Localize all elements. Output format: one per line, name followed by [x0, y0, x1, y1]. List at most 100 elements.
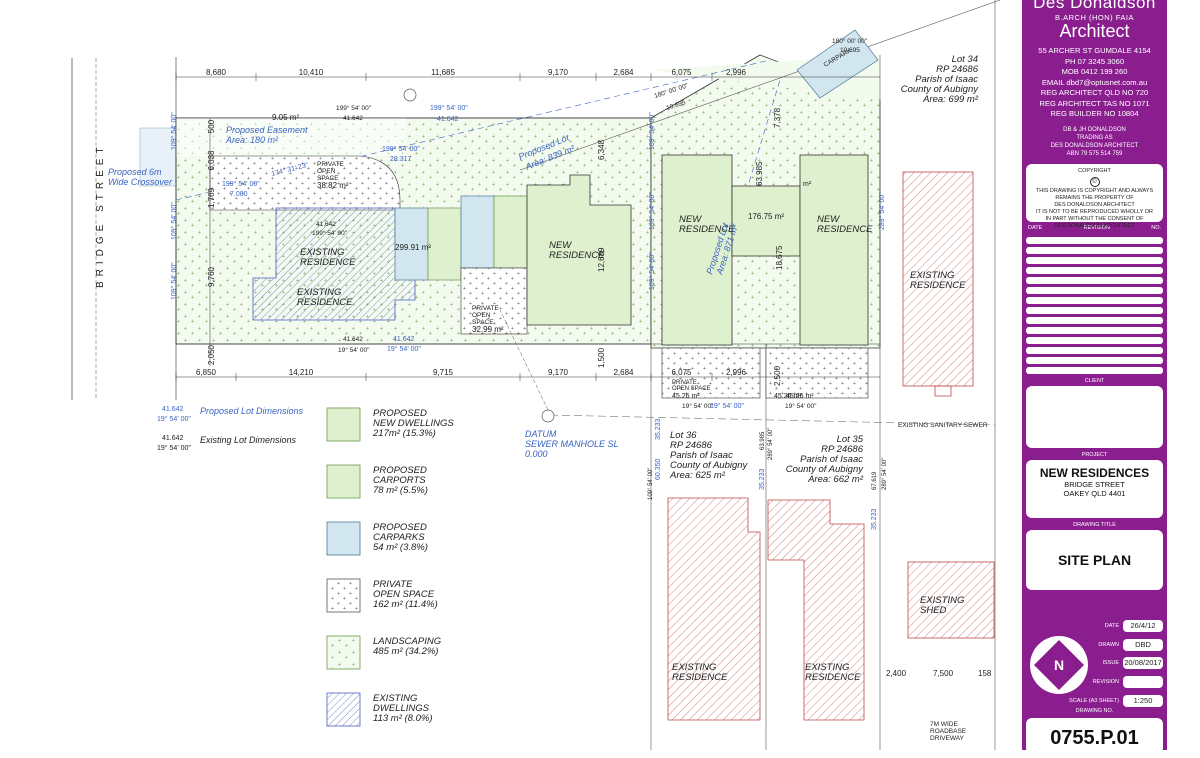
shed-b: SHED: [920, 605, 947, 616]
contact-line: 55 ARCHER ST GUMDALE 4154: [1038, 46, 1151, 55]
b-8: 41.642: [393, 336, 415, 343]
datum-a: DATUM: [525, 429, 557, 439]
b-7378: 7,378: [773, 107, 782, 128]
bottom-dim: 6,075: [671, 368, 692, 377]
lot35-d: County of Aubigny: [786, 464, 865, 475]
top-dim: 2,996: [726, 68, 747, 77]
firm-name: Des Donaldson: [1033, 0, 1156, 12]
legend-existing-dims: Existing Lot Dimensions: [200, 435, 297, 445]
ld-1: 2,400: [886, 669, 907, 678]
street-name: BRIDGE STREET: [95, 142, 106, 288]
b-5: 19° 54' 00": [338, 346, 370, 354]
revision-row: [1026, 296, 1163, 304]
new-res-3-b: RESIDENCE: [817, 224, 873, 235]
left-dim: 500: [207, 119, 216, 133]
existing-res-a: EXISTING: [300, 247, 344, 258]
neighbor-residence-right: [902, 171, 974, 387]
meta-value: 26/4/12: [1123, 620, 1163, 632]
revision-row: [1026, 256, 1163, 264]
area-176: 176.75 m²: [748, 212, 784, 221]
new-res-1-b: RESIDENCE: [549, 250, 605, 261]
legend-swatch-pos: [326, 578, 361, 613]
b-23: 45.26 m²: [786, 393, 814, 400]
client-label: CLIENT: [1084, 377, 1105, 384]
legend-swatch-carport: [326, 464, 361, 499]
legend-swatch-land: [326, 635, 361, 670]
meta-value: [1123, 676, 1163, 688]
pos1-a: PRIVATE: [317, 161, 345, 168]
existing-res-c: EXISTING: [297, 287, 341, 298]
pos1-c: SPACE: [317, 175, 339, 182]
project-label: PROJECT: [1081, 451, 1108, 458]
neighbor-residence-lot35: [767, 499, 865, 721]
north-arrow-icon: [1034, 640, 1084, 690]
sb-9: 289° 54' 00": [768, 428, 774, 460]
copyright-line: COPYRIGHT: [1078, 167, 1111, 174]
b-63985: 63.985: [755, 161, 764, 186]
copyright-line: DES DONALDSON ARCHITECT: [1054, 201, 1135, 208]
nbr36-b: RESIDENCE: [672, 672, 728, 683]
sb-8: 109° 54' 00": [648, 468, 654, 500]
revision-row: [1026, 346, 1163, 354]
rev-col-revision: REVISION: [1083, 224, 1110, 231]
carport-2: [493, 195, 528, 269]
existing-shed: [907, 561, 995, 639]
legend-text: LANDSCAPING: [373, 636, 441, 647]
top-dim: 11,685: [431, 68, 455, 77]
meta-value: 1:250: [1123, 695, 1163, 707]
revision-row: [1026, 246, 1163, 254]
drawing-title: SITE PLAN: [1026, 529, 1163, 590]
revision-row: [1026, 336, 1163, 344]
contact-line: EMAIL dbd7@optusnet.com.au: [1041, 77, 1148, 87]
project-line-2: OAKEY QLD 4401: [1063, 488, 1126, 498]
legend-text: PROPOSED: [373, 522, 427, 533]
sb-4: 63.985: [760, 431, 766, 450]
title-block: Des Donaldson B.ARCH (HON) FAIA Architec…: [1022, 0, 1167, 754]
legend-text: OPEN SPACE: [373, 589, 435, 600]
trading-line: ABN 79 575 514 759: [1066, 150, 1123, 157]
new-res-2-a: NEW: [679, 214, 702, 225]
drawing-no-label: DRAWING NO.: [1075, 708, 1114, 714]
pos2-a: PRIVATE: [472, 305, 500, 312]
sb-15: 109° 54' 00": [648, 252, 656, 290]
client-box: [1026, 385, 1163, 448]
meta-row-date: DATE 26/4/12: [1022, 620, 1167, 634]
revision-rows: [1022, 236, 1167, 374]
pos2-c: SPACE: [472, 319, 494, 326]
copyright-line: REMAINS THE PROPERTY OF: [1055, 194, 1134, 201]
existing-res-d: RESIDENCE: [297, 297, 353, 308]
bottom-dim: 2,996: [726, 368, 747, 377]
contact-line: MOB 0412 199 260: [1061, 67, 1128, 76]
b-9: 180° 00' 00": [653, 81, 689, 100]
top-dim: 2,684: [613, 68, 634, 77]
b-18: 41.642: [316, 221, 336, 228]
legend-text: 113 m² (8.0%): [373, 713, 432, 724]
b-6: 41.642: [343, 336, 363, 343]
lot36-d: County of Aubigny: [670, 460, 749, 471]
revision-row: [1026, 316, 1163, 324]
b-21: 19° 54' 00": [710, 402, 744, 410]
legend-exist-sample-a: 41.642: [162, 435, 184, 442]
left-dim: 9,760: [207, 266, 216, 287]
carport-1: [427, 207, 462, 281]
legend-text: PRIVATE: [373, 579, 413, 590]
sb-16: 109° 54' 00": [648, 192, 656, 230]
sb-3: 35.233: [759, 468, 766, 490]
legend-text: PROPOSED: [373, 408, 427, 419]
north-arrow: N: [1030, 636, 1088, 694]
rev-col-date: DATE: [1028, 224, 1043, 231]
meta-value: 20/08/2017: [1123, 657, 1163, 669]
lot36-a: Lot 36: [670, 430, 697, 441]
revision-row: [1026, 286, 1163, 294]
lot35-b: RP 24686: [821, 444, 864, 455]
meta-key: DATE: [1104, 623, 1119, 629]
bottom-dim: 2,684: [613, 368, 634, 377]
sb-11: 109° 54' 00": [170, 262, 178, 300]
nbr-right-b: RESIDENCE: [910, 280, 966, 291]
pos3-b: OPEN SPACE: [672, 386, 711, 392]
legend-text: 485 m² (34.2%): [373, 646, 438, 657]
pos2-b: OPEN: [472, 312, 491, 319]
carpark-top: [796, 29, 879, 99]
lot35-c: Parish of Isaac: [800, 454, 863, 465]
